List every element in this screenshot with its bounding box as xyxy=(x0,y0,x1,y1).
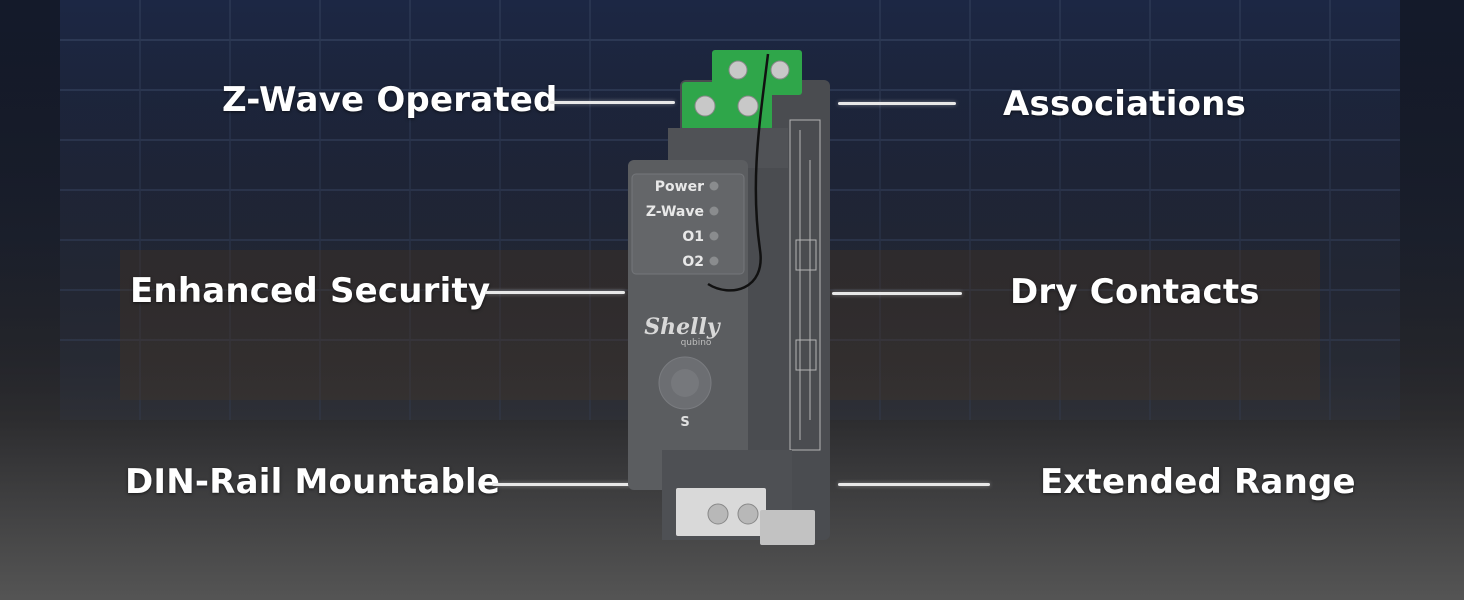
led-indicator-icon xyxy=(709,206,719,216)
feature-z-wave-operated: Z-Wave Operated xyxy=(222,80,558,120)
brand-sub-logo: qubino xyxy=(681,338,712,348)
brand-logo: Shelly xyxy=(644,314,722,340)
top-terminal-block-front xyxy=(682,82,772,130)
connector-line xyxy=(832,292,962,295)
din-rail-relay-device: Power Z-Wave O1 O2 Shelly qubino S xyxy=(628,50,830,545)
screw-icon xyxy=(737,503,759,525)
antenna-wire xyxy=(707,53,770,292)
feature-din-rail-mountable: DIN-Rail Mountable xyxy=(125,462,501,502)
connector-line xyxy=(838,102,956,105)
connector-line xyxy=(838,483,990,486)
screw-icon xyxy=(737,95,759,117)
led-label-z-wave: Z-Wave xyxy=(646,204,704,220)
connector-line xyxy=(485,291,625,294)
connector-line xyxy=(550,101,675,104)
led-indicator-icon xyxy=(709,256,719,266)
feature-dry-contacts: Dry Contacts xyxy=(1010,272,1260,312)
feature-associations: Associations xyxy=(1003,84,1247,124)
feature-extended-range: Extended Range xyxy=(1040,462,1356,502)
led-label-power: Power xyxy=(655,179,704,195)
led-indicator-icon xyxy=(709,231,719,241)
wiring-schematic xyxy=(789,119,821,451)
led-indicator-icon xyxy=(709,181,719,191)
connector-line xyxy=(492,483,662,486)
screw-icon xyxy=(770,60,790,80)
led-label-o2: O2 xyxy=(682,254,704,270)
led-label-o1: O1 xyxy=(682,229,704,245)
screw-icon xyxy=(707,503,729,525)
s-button-label: S xyxy=(680,415,689,430)
screw-icon xyxy=(728,60,748,80)
screw-icon xyxy=(694,95,716,117)
feature-enhanced-security: Enhanced Security xyxy=(130,271,491,311)
